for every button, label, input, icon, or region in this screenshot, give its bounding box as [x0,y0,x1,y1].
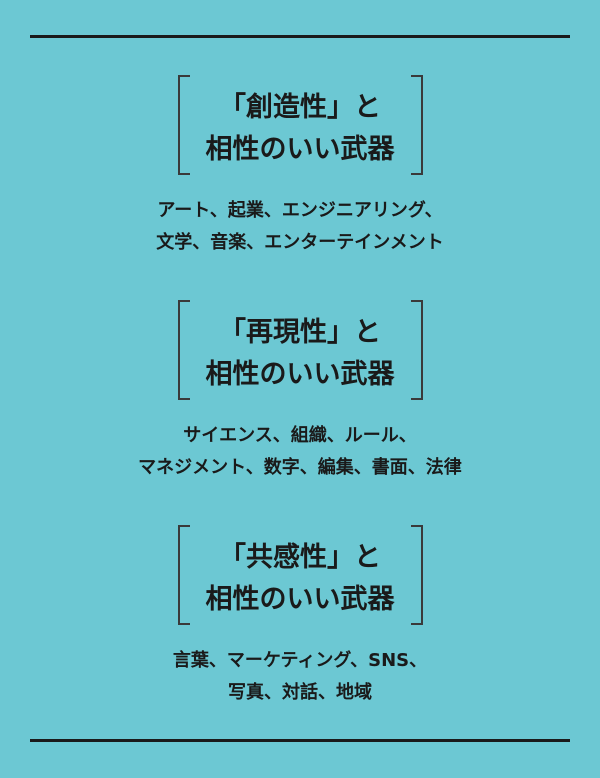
title-line-1: 「創造性」と [219,92,381,123]
title-line-2: 相性のいい武器 [205,584,395,615]
bracket-box [178,75,423,175]
right-bracket [411,525,423,625]
section-title: 「創造性」と 相性のいい武器 [0,87,600,171]
section-description: サイエンス、組織、ルール、 マネジメント、数字、編集、書面、法律 [0,420,600,484]
title-line-2: 相性のいい武器 [205,359,395,390]
section-description: 言葉、マーケティング、SNS、 写真、対話、地域 [0,645,600,709]
bottom-divider [30,739,570,742]
section-title: 「再現性」と 相性のいい武器 [0,312,600,396]
right-bracket [411,75,423,175]
desc-line-2: マネジメント、数字、編集、書面、法律 [138,457,462,478]
top-divider [30,35,570,38]
desc-line-2: 写真、対話、地域 [228,682,372,703]
title-line-1: 「共感性」と [219,542,381,573]
bracket-box [178,525,423,625]
right-bracket [411,300,423,400]
title-line-1: 「再現性」と [219,317,381,348]
section-description: アート、起業、エンジニアリング、 文学、音楽、エンターテインメント [0,195,600,259]
section-title: 「共感性」と 相性のいい武器 [0,537,600,621]
left-bracket [178,525,190,625]
left-bracket [178,300,190,400]
left-bracket [178,75,190,175]
desc-line-1: サイエンス、組織、ルール、 [183,425,417,446]
bracket-box [178,300,423,400]
desc-line-2: 文学、音楽、エンターテインメント [156,232,444,253]
title-line-2: 相性のいい武器 [205,134,395,165]
desc-line-1: 言葉、マーケティング、SNS、 [172,650,428,671]
desc-line-1: アート、起業、エンジニアリング、 [157,200,443,221]
